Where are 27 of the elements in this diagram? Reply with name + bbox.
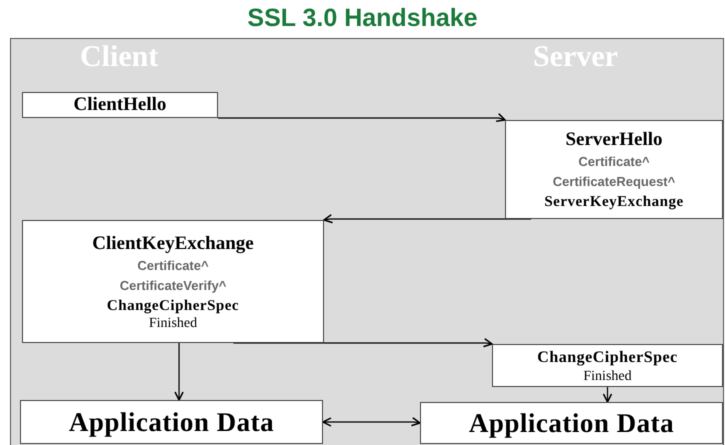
data-box: [420, 402, 723, 444]
arrow: [233, 338, 493, 348]
message-box: [22, 220, 324, 343]
message-box: [492, 344, 723, 387]
diagram-title: SSL 3.0 Handshake: [247, 4, 478, 33]
message-name: Finished: [148, 316, 198, 332]
message-name: ChangeCipherSpec: [106, 296, 240, 316]
arrow: [602, 387, 612, 403]
message-name: CertificateVerify^: [120, 276, 226, 295]
message-name: ServerHello: [565, 128, 663, 152]
message-box: [22, 92, 218, 118]
message-name: Certificate^: [578, 152, 650, 170]
message-box: [505, 120, 723, 219]
message-name: Application Data: [68, 406, 274, 439]
message-name: ChangeCipherSpec: [537, 348, 678, 368]
message-name: CertificateRequest^: [552, 172, 676, 191]
arrow: [174, 343, 184, 401]
message-name: ServerKeyExchange: [544, 192, 684, 212]
arrow: [218, 112, 506, 122]
message-name: Certificate^: [137, 256, 209, 274]
message-name: ClientKeyExchange: [92, 232, 254, 256]
data-box: [20, 400, 323, 444]
arrow: [322, 417, 421, 427]
arrow: [323, 214, 532, 224]
message-name: Finished: [583, 368, 632, 384]
message-name: ClientHello: [74, 93, 166, 117]
message-name: Application Data: [468, 407, 674, 440]
